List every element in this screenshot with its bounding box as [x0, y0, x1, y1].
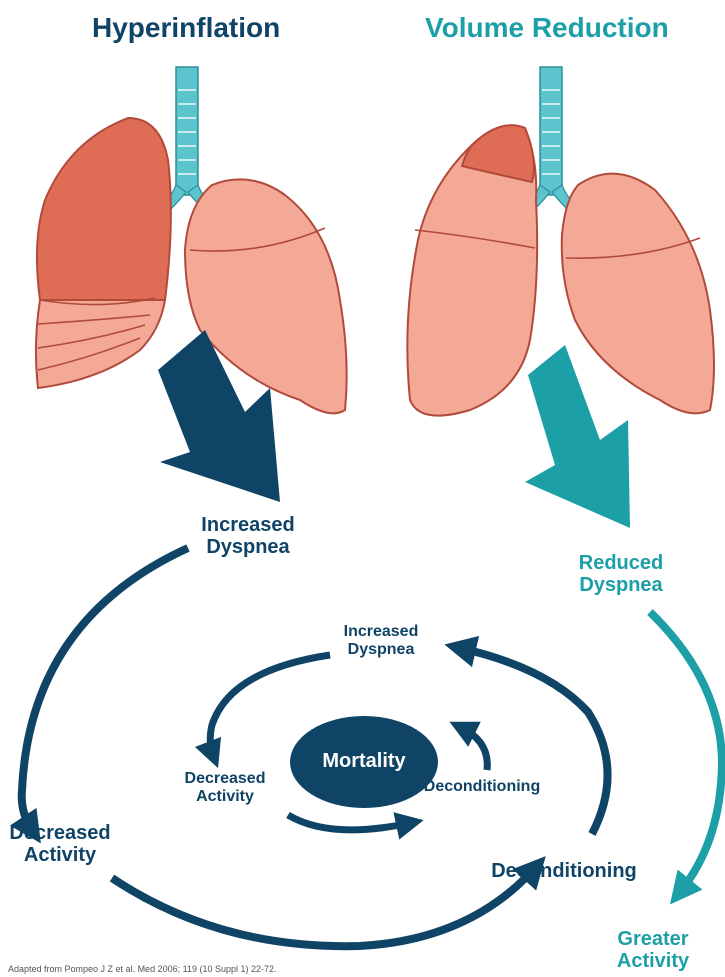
greater-activity-label: Greater Activity	[598, 928, 708, 972]
mortality-label: Mortality	[300, 750, 428, 772]
inner-deconditioning-label: Deconditioning	[407, 778, 557, 796]
right-lung-reduced	[562, 174, 714, 414]
outer-decreased-activity-label: Decreased Activity	[0, 822, 120, 866]
left-lung-hyperinflated	[36, 118, 171, 388]
volume-reduction-big-arrow	[525, 345, 630, 528]
inner-increased-dyspnea-label: Increased Dyspnea	[331, 623, 431, 658]
reduced-dyspnea-label: Reduced Dyspnea	[566, 552, 676, 596]
volume-reduction-title: Volume Reduction	[425, 12, 669, 44]
inner-arrow-deconditioning-to-mortality	[462, 728, 487, 770]
citation-text: Adapted from Pompeo J Z et al. Med 2006;…	[8, 964, 277, 974]
outer-arrow-dyspnea-to-activity	[22, 548, 188, 830]
hyperinflation-title: Hyperinflation	[92, 12, 280, 44]
teal-arrow-reduced-to-greater	[650, 612, 722, 892]
left-lung-reduced	[407, 125, 537, 415]
inner-decreased-activity-label: Decreased Activity	[170, 770, 280, 805]
inner-arrow-activity-to-deconditioning	[288, 815, 410, 830]
outer-increased-dyspnea-label: Increased Dyspnea	[188, 514, 308, 558]
outer-arrow-activity-to-deconditioning	[112, 868, 535, 946]
outer-deconditioning-label: Deconditioning	[474, 860, 654, 882]
